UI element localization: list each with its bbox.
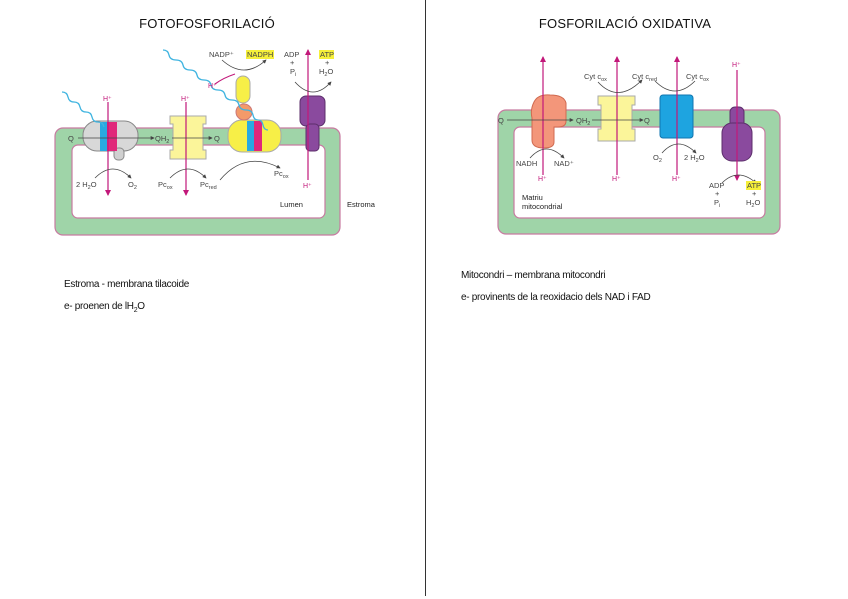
label-nadp: NADP⁺ [209, 50, 234, 59]
reaction-arrow [654, 80, 696, 92]
reaction-arrow [219, 160, 281, 181]
label-q: Q [68, 134, 74, 143]
reaction-arrow [529, 148, 565, 159]
reaction-arrow [169, 168, 207, 179]
label-atp: ATP [747, 181, 761, 190]
label-water: 2 H2O [684, 153, 705, 164]
cytochrome-b6f [169, 115, 207, 160]
label-atp: ATP [320, 50, 334, 59]
atp-highlight [319, 50, 334, 59]
label-lumen: Lumen [280, 200, 303, 209]
label-h-plus: H⁺ [732, 62, 741, 69]
label-adp: ADP [709, 181, 724, 190]
photosystem-i [227, 75, 282, 153]
label-h-plus: H⁺ [208, 83, 217, 90]
label-cyt-c-ox: Cyt cox [686, 72, 709, 83]
label-matrix: Matriu [522, 193, 543, 202]
atp-synthase [299, 95, 326, 152]
label-cyt-c-ox: Cyt cox [584, 72, 607, 83]
label-h-plus: H⁺ [612, 176, 621, 183]
label-h-plus: H⁺ [672, 176, 681, 183]
label-pc-ox: Pcox [274, 169, 289, 180]
label-h-plus: H⁺ [538, 176, 547, 183]
oxidative-phosphorylation-diagram: Q QH2 Q NADH NAD⁺ H⁺ H⁺ H⁺ H⁺ Cyt cox Cy… [497, 56, 781, 235]
right-note-1: Mitocondri – membrana mitocondri [461, 270, 606, 281]
label-q: Q [644, 116, 650, 125]
nadph-highlight [246, 50, 274, 59]
reaction-arrow [597, 79, 643, 93]
label-pc-red: Pcred [200, 180, 217, 191]
proton-arrow [214, 73, 236, 85]
label-plus: + [715, 189, 720, 198]
label-cyt-c-red: Cyt cred [632, 72, 657, 83]
reaction-arrow [661, 143, 697, 154]
right-note-2: e- provinents de la reoxidacio dels NAD … [461, 292, 651, 303]
label-h2o: H2O [746, 198, 760, 209]
label-qh2: QH2 [576, 116, 590, 127]
label-water: 2 H2O [76, 180, 97, 191]
matrix-area [513, 126, 766, 219]
label-estroma: Estroma [347, 200, 376, 209]
label-qh2: QH2 [155, 134, 169, 145]
complex-i [530, 94, 567, 149]
label-o2: O2 [653, 153, 662, 164]
label-nad: NAD⁺ [554, 159, 574, 168]
reaction-arrow [721, 174, 757, 184]
label-h-plus: H⁺ [103, 96, 112, 103]
label-nadph: NADPH [247, 50, 273, 59]
label-nadh: NADH [516, 159, 537, 168]
label-pi: Pi [714, 198, 720, 209]
column-divider [425, 0, 426, 596]
light-wave-icon [162, 49, 269, 131]
label-adp: ADP [284, 50, 299, 59]
reaction-arrow [294, 81, 332, 93]
label-plus: + [325, 58, 330, 67]
photophosphorylation-diagram: Q QH2 Q H⁺ H⁺ H⁺ H⁺ 2 H2O O2 Pcox Pcred … [54, 49, 376, 236]
label-matrix: mitocondrial [522, 202, 563, 211]
label-q: Q [498, 116, 504, 125]
atp-highlight [746, 181, 761, 190]
reaction-arrow [94, 168, 132, 179]
left-note-1: Estroma - membrana tilacoide [64, 279, 189, 290]
right-title: FOSFORILACIÓ OXIDATIVA [538, 16, 712, 31]
photosystem-ii [82, 120, 139, 161]
label-pi: Pi [290, 67, 296, 78]
label-q: Q [214, 134, 220, 143]
left-title: FOTOFOSFORILACIÓ [139, 16, 275, 31]
label-plus: + [752, 189, 757, 198]
light-wave-icon [61, 91, 105, 128]
label-o2: O2 [128, 180, 137, 191]
reaction-arrow [221, 59, 267, 71]
left-note-2: e- proenen de lH2O [64, 301, 145, 314]
label-plus: + [290, 58, 295, 67]
label-pc-ox: Pcox [158, 180, 173, 191]
label-h2o: H2O [319, 67, 333, 78]
label-h-plus: H⁺ [181, 96, 190, 103]
label-h-plus: H⁺ [303, 183, 312, 190]
